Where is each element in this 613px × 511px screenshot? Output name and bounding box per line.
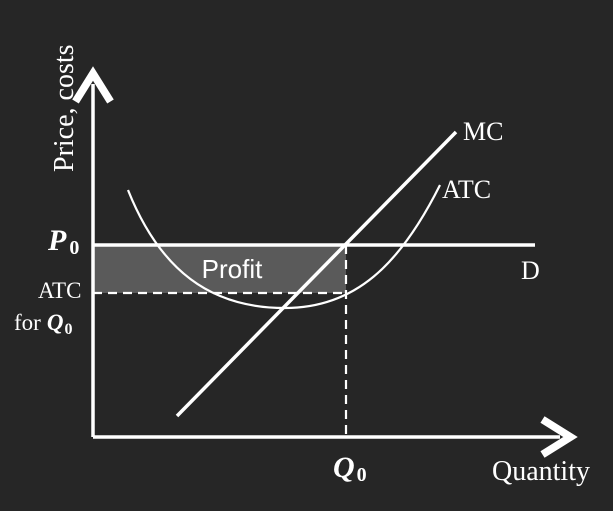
atc-label: ATC (442, 175, 491, 204)
demand-label: D (521, 256, 540, 285)
mc-label: MC (463, 117, 503, 146)
atc-level-symbol: Q (47, 310, 64, 335)
profit-label: Profit (202, 254, 263, 284)
atc-level-label-line1: ATC (38, 278, 81, 303)
mc-curve (175, 130, 458, 418)
atc-level-prefix: for (14, 310, 41, 335)
y-axis-title: Price, costs (49, 44, 80, 172)
quantity-symbol: Q (333, 451, 355, 484)
price-symbol: P (47, 224, 67, 257)
atc-level-subscript: 0 (64, 321, 72, 338)
quantity-subscript: 0 (357, 464, 367, 486)
x-axis-title: Quantity (492, 456, 590, 487)
price-subscript: 0 (69, 237, 79, 259)
